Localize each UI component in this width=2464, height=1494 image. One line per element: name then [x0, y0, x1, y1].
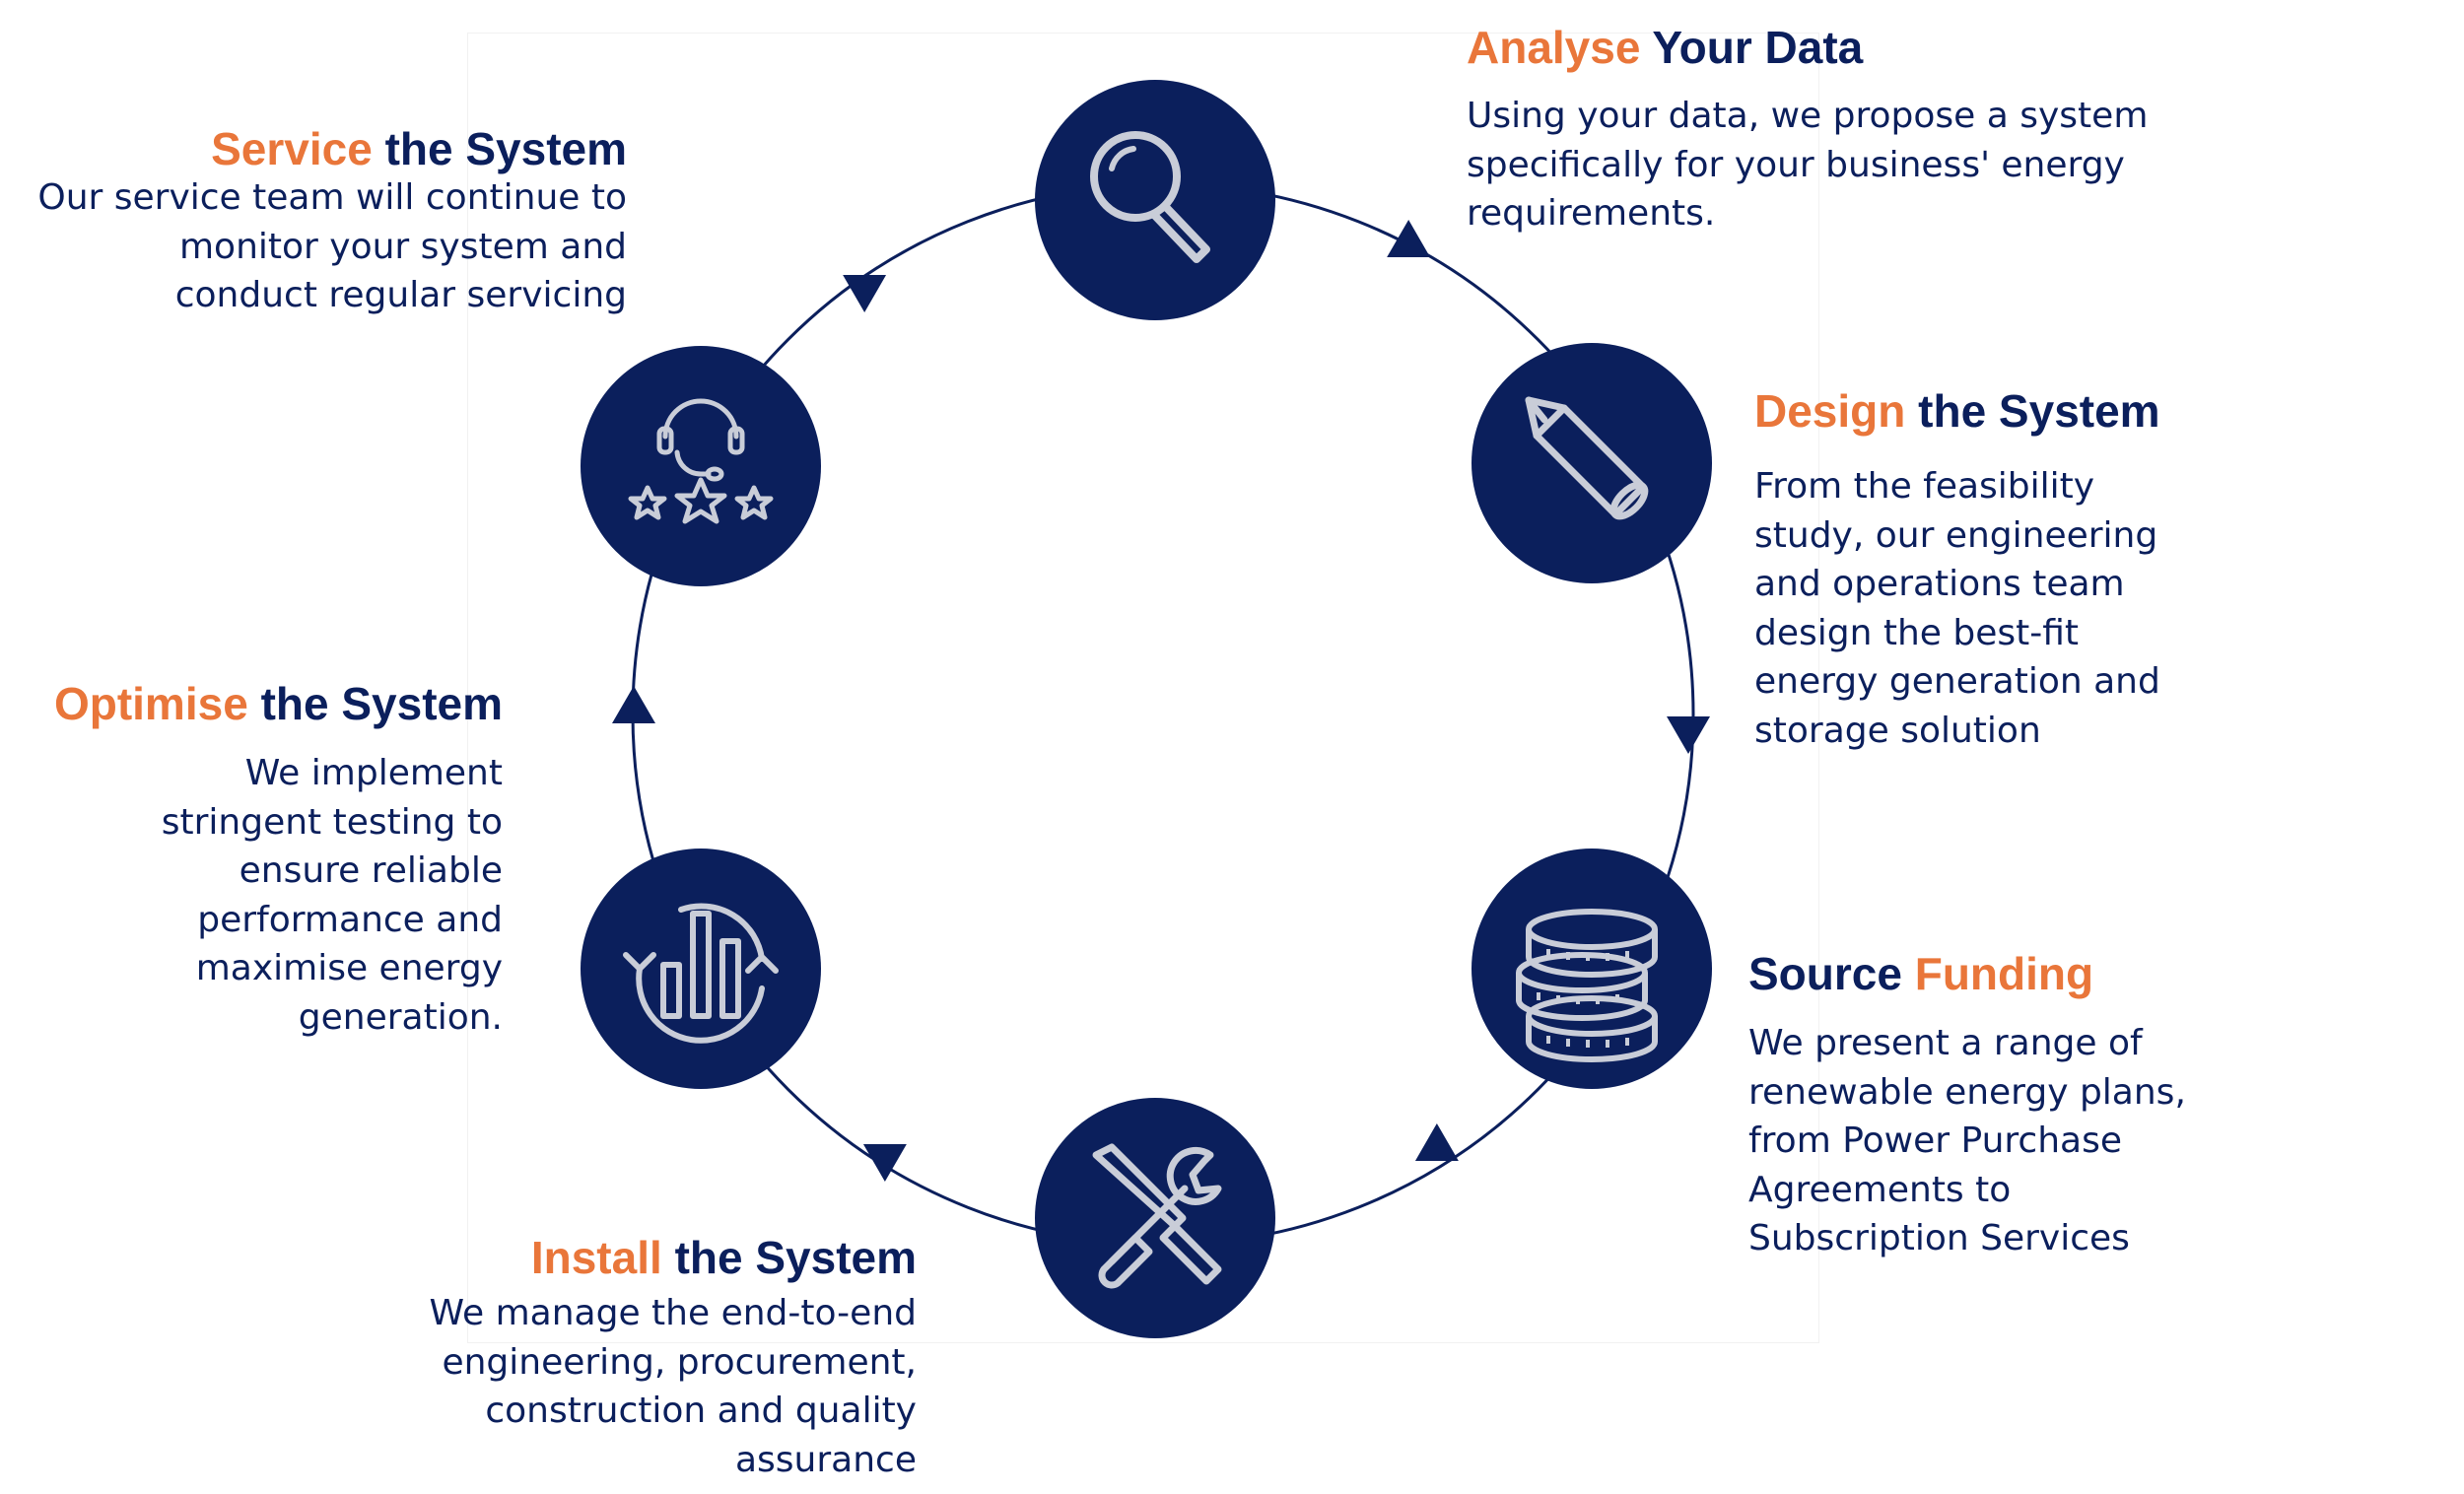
- description-line: We present a range of: [1748, 1023, 2143, 1063]
- stage-node-analyse: [1035, 80, 1275, 320]
- stage-heading-optimise: Optimise the System: [54, 676, 503, 731]
- description-line: from Power Purchase: [1748, 1120, 2122, 1161]
- cycle-arrow: [1414, 1122, 1459, 1162]
- tools-icon: [1092, 1143, 1222, 1289]
- description-line: stringent testing to: [161, 801, 503, 843]
- stage-heading-service: Service the System: [37, 121, 627, 176]
- stage-heading-design: Design the System: [1754, 383, 2160, 439]
- description-line: specifically for your business' energy: [1467, 144, 2125, 185]
- stage-heading-accent: Optimise: [53, 678, 248, 729]
- description-line: requirements.: [1467, 193, 1716, 234]
- description-line: study, our engineering: [1754, 514, 2158, 556]
- description-line: performance and: [197, 899, 503, 940]
- cycle-arrow: [843, 274, 887, 313]
- stage-node-optimise: [581, 849, 821, 1089]
- description-line: generation.: [298, 996, 503, 1038]
- description-line: Subscription Services: [1748, 1218, 2130, 1258]
- cycle-arrow: [862, 1143, 907, 1183]
- magnifier-icon: [1090, 131, 1210, 263]
- stage-heading-install: Install the System: [430, 1230, 917, 1285]
- stage-text-install: Install the System We manage the end-to-…: [430, 1230, 917, 1484]
- description-line: From the feasibility: [1754, 466, 2095, 507]
- stage-node-service: [581, 346, 821, 586]
- description-line: design the best-fit: [1754, 612, 2080, 653]
- stage-description-optimise: We implement stringent testing to ensure…: [54, 749, 503, 1042]
- stage-heading-accent: Design: [1754, 385, 1906, 437]
- stage-heading-rest: the System: [674, 1232, 917, 1283]
- stage-heading-accent: Install: [530, 1232, 662, 1283]
- description-line: We implement: [244, 753, 503, 793]
- stage-text-analyse: Analyse Your Data Using your data, we pr…: [1467, 20, 2148, 238]
- stage-description-analyse: Using your data, we propose a system spe…: [1467, 92, 2148, 238]
- stage-node-install: [1035, 1098, 1275, 1338]
- background-frame: [467, 33, 1819, 1343]
- description-line: Agreements to: [1748, 1169, 2012, 1210]
- description-line: engineering, procurement,: [442, 1341, 917, 1383]
- pencil-icon: [1525, 396, 1649, 520]
- support-rating-icon: [628, 398, 774, 524]
- stage-heading-accent: Analyse: [1467, 22, 1641, 73]
- stage-text-optimise: Optimise the System We implement stringe…: [54, 676, 503, 1042]
- stage-text-service: Service the System Our service team will…: [37, 121, 627, 320]
- stage-description-source: We present a range of renewable energy p…: [1748, 1019, 2186, 1263]
- description-line: renewable energy plans,: [1748, 1071, 2186, 1113]
- cycle-arrow: [1667, 716, 1710, 754]
- stage-node-design: [1472, 343, 1712, 583]
- stage-description-design: From the feasibility study, our engineer…: [1754, 462, 2160, 755]
- description-line: energy generation and: [1754, 661, 2160, 702]
- description-line: We manage the end-to-end: [429, 1293, 917, 1333]
- description-line: assurance: [734, 1439, 917, 1480]
- stage-heading-rest: Your Data: [1652, 22, 1864, 73]
- description-line: conduct regular servicing: [174, 275, 627, 315]
- stage-description-install: We manage the end-to-end engineering, pr…: [430, 1289, 917, 1484]
- stage-heading-first: Source: [1748, 948, 1902, 999]
- description-line: maximise energy: [195, 948, 503, 988]
- stage-description-service: Our service team will continue to monito…: [37, 173, 627, 320]
- coins-icon: [1516, 909, 1658, 1062]
- stage-heading-rest: the System: [1918, 385, 2160, 437]
- stage-heading-accent: Service: [211, 123, 373, 174]
- description-line: monitor your system and: [178, 226, 627, 267]
- chart-cycle-icon: [623, 903, 779, 1044]
- stage-heading-accent: Funding: [1914, 948, 2094, 999]
- description-line: storage solution: [1754, 710, 2041, 751]
- stage-heading-rest: the System: [384, 123, 627, 174]
- stage-heading-source: Source Funding: [1748, 946, 2186, 1001]
- description-line: Using your data, we propose a system: [1467, 96, 2149, 136]
- cycle-ring: [631, 182, 1695, 1247]
- description-line: and operations team: [1754, 564, 2125, 604]
- stage-heading-rest: the System: [260, 678, 503, 729]
- description-line: construction and quality: [485, 1391, 917, 1431]
- cycle-arrow: [1387, 219, 1431, 258]
- stage-node-source: [1472, 849, 1712, 1089]
- stage-heading-analyse: Analyse Your Data: [1467, 20, 2148, 75]
- description-line: Our service team will continue to: [37, 177, 627, 218]
- stage-text-design: Design the System From the feasibility s…: [1754, 383, 2160, 755]
- cycle-arrow: [612, 686, 655, 723]
- description-line: ensure reliable: [239, 850, 503, 891]
- stage-text-source: Source Funding We present a range of ren…: [1748, 946, 2186, 1263]
